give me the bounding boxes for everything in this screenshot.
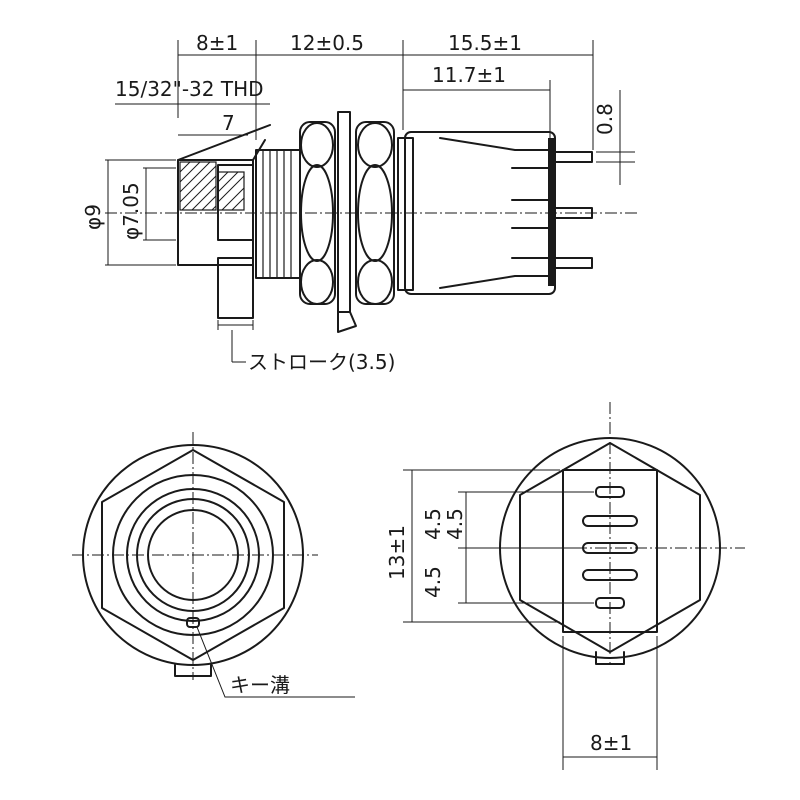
stroke-label: ストローク(3.5): [248, 350, 395, 374]
dim-13: 13±1: [385, 525, 409, 580]
dim-4-5-upper: 4.5: [443, 508, 467, 540]
front-hex-nut: [101, 449, 285, 661]
rear-terminals: [582, 486, 638, 609]
rear-terminal-center: [582, 542, 638, 554]
front-outer-ring: [82, 444, 304, 666]
dim-0-8: 0.8: [593, 103, 617, 135]
front-nut: [299, 121, 336, 305]
dim-4-5-top: 4.5: [421, 508, 445, 540]
dim-15-5: 15.5±1: [448, 31, 522, 55]
dim-8: 8±1: [196, 31, 238, 55]
front-plunger: [147, 509, 239, 601]
dim-12: 12±0.5: [290, 31, 364, 55]
thread-label: 15/32"-32 THD: [115, 77, 264, 101]
dim-8-bottom: 8±1: [590, 731, 632, 755]
key-label: キー溝: [230, 673, 290, 697]
hatched-section: [179, 161, 245, 211]
dim-phi-9: φ9: [81, 204, 105, 230]
side-view: 8±1 12±0.5 15.5±1 11.7±1 0.8 7 φ9 φ7.05 …: [81, 31, 640, 374]
front-bushing-ring: [112, 474, 274, 636]
rear-nut: [355, 121, 395, 305]
rear-body-outline: [562, 469, 658, 633]
dim-4-5-lower: 4.5: [421, 566, 445, 598]
rear-dimensions: [403, 469, 658, 770]
washer: [337, 111, 357, 333]
dim-11-7: 11.7±1: [432, 63, 506, 87]
rear-terminal-upper: [582, 515, 638, 527]
dim-7: 7: [222, 111, 235, 135]
rear-view: 13±1 4.5 4.5 4.5 8±1: [385, 402, 745, 770]
side-dimensions: [105, 40, 635, 363]
terminals: [553, 151, 593, 269]
rear-terminal-bottom: [595, 597, 625, 609]
rear-terminal-top: [595, 486, 625, 498]
key-leader: [196, 626, 355, 698]
key-slot: [186, 617, 200, 628]
rear-hex-nut: [519, 442, 701, 653]
washer-tab: [174, 664, 212, 677]
dim-phi-7-05: φ7.05: [119, 182, 143, 240]
rear-washer-tab: [595, 651, 625, 665]
front-plunger-outer: [136, 498, 250, 612]
front-view: キー溝: [72, 432, 355, 698]
front-ring-inner: [126, 488, 260, 622]
bushing: [255, 149, 301, 279]
rear-terminal-lower: [582, 569, 638, 581]
